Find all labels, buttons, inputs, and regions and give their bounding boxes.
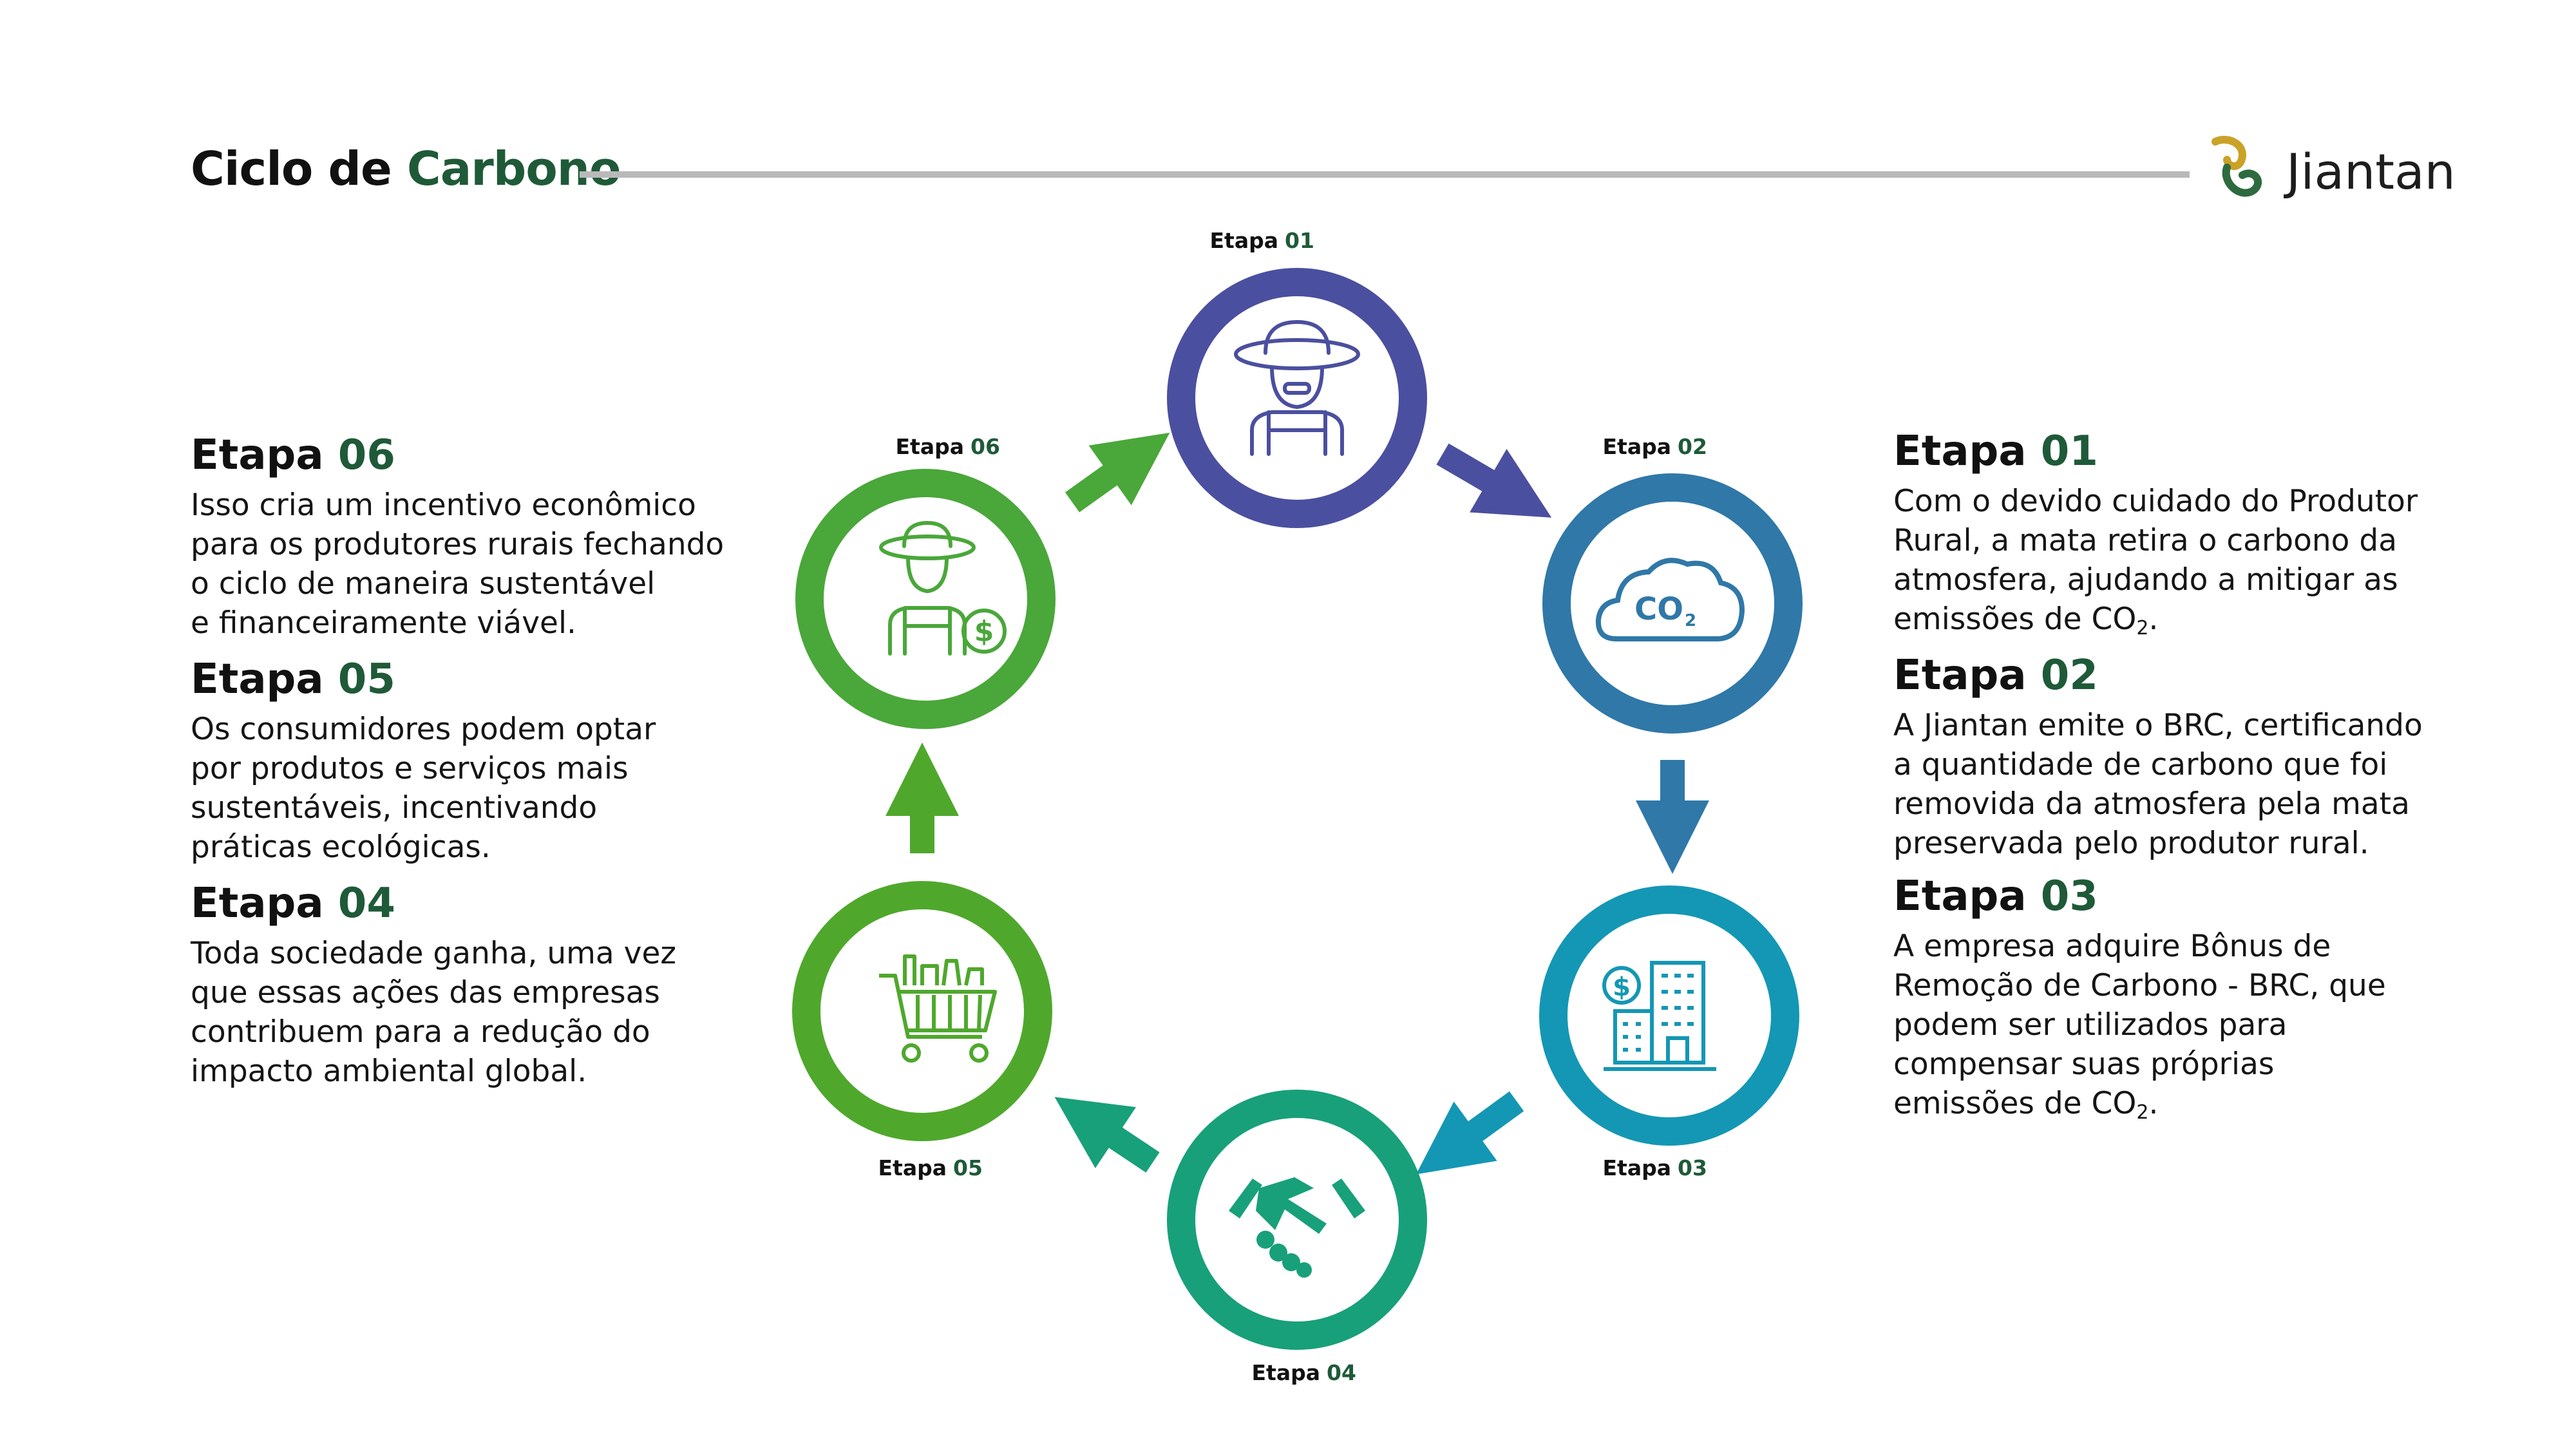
logo-text: Jiantan: [2286, 143, 2456, 200]
description-main-text: Com o devido cuidado do Produtor Rural, …: [1893, 484, 2418, 637]
step-02-label: Etapa: [1603, 434, 1671, 459]
description-period: .: [2148, 601, 2159, 637]
step-04-node: Etapa 04: [1167, 1090, 1427, 1385]
description-etapa-04: Etapa 04 Toda sociedade ganha, uma vez q…: [191, 880, 770, 1091]
arrow-03-to-04: [1416, 1091, 1524, 1175]
step-06-node: $ Etapa 06: [795, 434, 1056, 729]
step-06-label: Etapa: [896, 434, 964, 459]
co2-sub-text: 2: [1685, 611, 1696, 630]
title-accent: Carbono: [406, 142, 621, 196]
description-heading: Etapa 05: [191, 656, 770, 703]
page-title: Ciclo de Carbono: [191, 142, 621, 196]
step-01-node: Etapa 01: [1167, 228, 1427, 528]
step-03-label: Etapa: [1603, 1155, 1671, 1180]
title-prefix: Ciclo de: [191, 142, 392, 196]
arrow-04-to-05: [1054, 1097, 1160, 1173]
step-05-ring: [792, 881, 1052, 1141]
shopping-cart-icon: [879, 954, 997, 1063]
heading-label: Etapa: [191, 656, 324, 703]
step-03-ring: [1539, 886, 1799, 1146]
step-05-number: 05: [953, 1155, 983, 1180]
step-02-number: 02: [1678, 434, 1707, 459]
heading-label: Etapa: [191, 880, 324, 927]
step-03-node: $ Etapa 03: [1539, 886, 1799, 1180]
step-05-label: Etapa: [878, 1155, 947, 1180]
heading-label: Etapa: [1893, 652, 2027, 699]
co2-cloud-icon: CO 2: [1595, 558, 1745, 641]
step-02-ring: [1542, 473, 1803, 734]
description-text: A Jiantan emite o BRC, certificando a qu…: [1893, 708, 2423, 861]
heading-number: 01: [2040, 428, 2098, 475]
step-06-ring: [795, 469, 1056, 729]
description-etapa-03: Etapa 03 A empresa adquire Bônus de Remo…: [1893, 873, 2473, 1123]
step-03-number: 03: [1678, 1155, 1707, 1180]
step-06-number: 06: [971, 434, 1000, 459]
farmer-dollar-icon: [879, 521, 1007, 656]
description-text: Os consumidores podem optar por produtos…: [191, 712, 656, 865]
description-period: .: [2148, 1086, 2159, 1121]
subscript-2: 2: [2136, 617, 2149, 639]
description-main-text: A empresa adquire Bônus de Remoção de Ca…: [1893, 929, 2386, 1121]
step-02-node: CO 2 Etapa 02: [1542, 434, 1803, 734]
heading-number: 06: [337, 431, 395, 479]
description-etapa-01: Etapa 01 Com o devido cuidado do Produto…: [1893, 428, 2473, 639]
farmer-dollar-sign: $: [974, 615, 994, 648]
heading-number: 03: [2040, 873, 2098, 920]
farmer-icon: [1234, 320, 1360, 456]
step-04-ring: [1167, 1090, 1427, 1350]
heading-number: 05: [337, 656, 395, 703]
step-01-number: 01: [1285, 228, 1314, 253]
description-heading: Etapa 01: [1893, 428, 2473, 475]
step-01-ring: [1167, 268, 1427, 528]
step-04-number: 04: [1327, 1360, 1356, 1385]
building-dollar-icon: $: [1602, 961, 1716, 1071]
heading-number: 02: [2040, 652, 2098, 699]
description-heading: Etapa 03: [1893, 873, 2473, 920]
building-dollar-sign: $: [1613, 972, 1631, 1002]
heading-label: Etapa: [1893, 873, 2027, 920]
header-divider: [580, 171, 2190, 178]
description-heading: Etapa 04: [191, 880, 770, 927]
step-05-node: Etapa 05: [792, 881, 1052, 1180]
description-text: Com o devido cuidado do Produtor Rural, …: [1893, 482, 2473, 639]
description-text: Toda sociedade ganha, uma vez que essas …: [191, 936, 677, 1089]
description-heading: Etapa 06: [191, 431, 770, 479]
step-01-label: Etapa: [1210, 228, 1278, 253]
description-heading: Etapa 02: [1893, 652, 2473, 699]
step-04-label: Etapa: [1252, 1360, 1320, 1385]
arrow-01-to-02: [1436, 443, 1552, 518]
description-etapa-05: Etapa 05 Os consumidores podem optar por…: [191, 656, 770, 867]
description-text: A empresa adquire Bônus de Remoção de Ca…: [1893, 927, 2473, 1123]
description-text: Isso cria um incentivo econômico para os…: [191, 488, 724, 641]
subscript-2: 2: [2136, 1101, 2149, 1124]
heading-label: Etapa: [1893, 428, 2027, 475]
co2-text: CO: [1634, 591, 1683, 627]
heading-label: Etapa: [191, 431, 324, 479]
arrow-06-to-01: [1065, 432, 1170, 513]
description-etapa-06: Etapa 06 Isso cria um incentivo econômic…: [191, 431, 770, 643]
handshake-icon: [1229, 1177, 1365, 1278]
description-etapa-02: Etapa 02 A Jiantan emite o BRC, certific…: [1893, 652, 2473, 863]
heading-number: 04: [337, 880, 395, 927]
jiantan-logo-icon: [2211, 135, 2262, 197]
